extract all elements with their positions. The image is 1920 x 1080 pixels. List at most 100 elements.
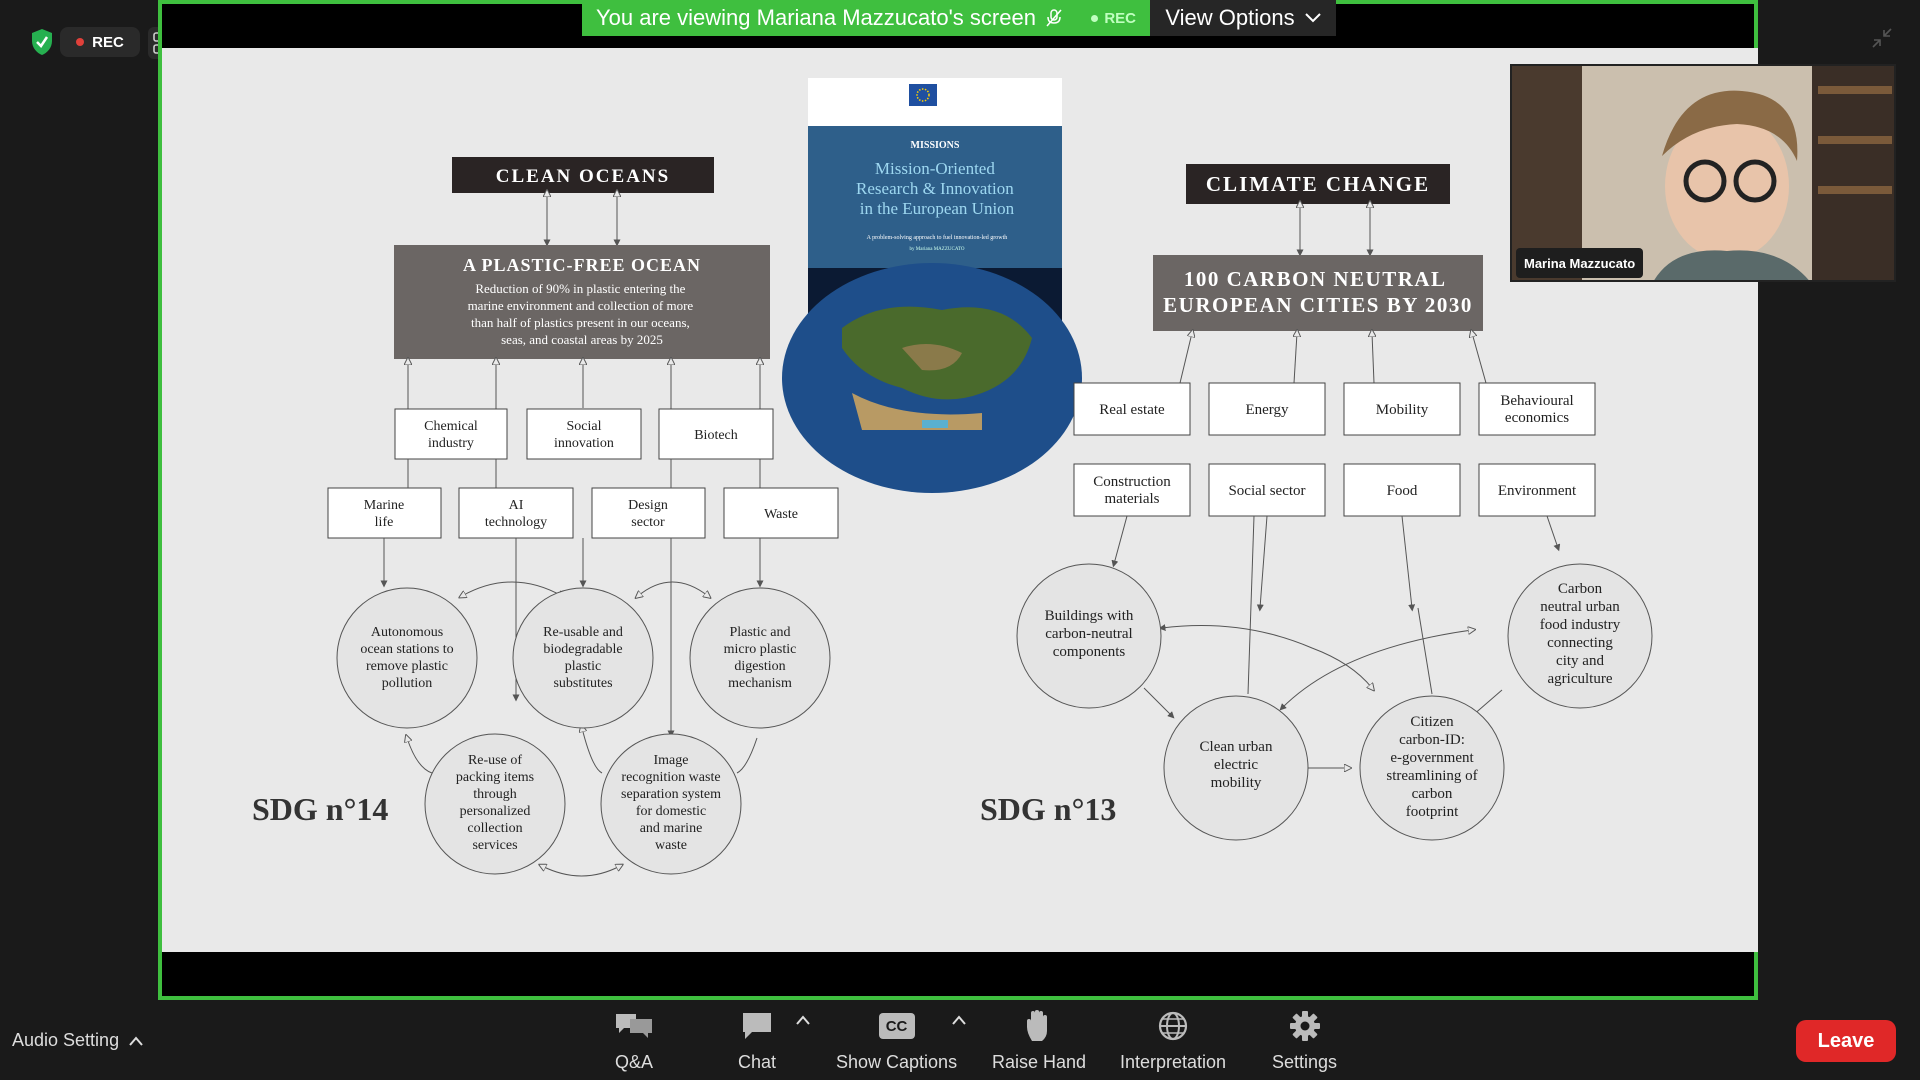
clean-oceans-title: CLEAN OCEANS	[496, 166, 670, 187]
right-circles: Buildings with carbon-neutral components…	[1016, 563, 1653, 841]
circle-label: remove plastic	[366, 659, 448, 674]
box-label: sector	[631, 515, 665, 530]
book-title-line: in the European Union	[860, 199, 1015, 218]
show-captions-button[interactable]: CC Show Captions	[836, 1008, 957, 1073]
circle-label: Citizen	[1410, 714, 1454, 730]
climate-change-title: CLIMATE CHANGE	[1206, 172, 1430, 196]
desc-line: Reduction of 90% in plastic entering the	[475, 281, 685, 296]
chat-label: Chat	[738, 1052, 777, 1072]
box-label: AI	[509, 498, 524, 513]
box-label: Energy	[1245, 402, 1289, 418]
box-label: Biotech	[694, 428, 738, 443]
left-row2: Marine life AI technology Design sector …	[327, 487, 839, 539]
circle-label: waste	[655, 838, 687, 853]
chat-button[interactable]: Chat	[738, 1008, 776, 1073]
circle-label: Plastic and	[729, 625, 790, 640]
qa-button[interactable]: Q&A	[614, 1008, 654, 1073]
circle-label: e-government	[1390, 750, 1474, 766]
recording-indicator[interactable]: REC	[60, 27, 140, 57]
plastic-free-desc: Reduction of 90% in plastic entering the…	[468, 281, 697, 347]
captions-options-button[interactable]	[952, 1012, 966, 1030]
circle-label: carbon-neutral	[1045, 626, 1132, 642]
raise-hand-label: Raise Hand	[992, 1052, 1087, 1072]
book-series: MISSIONS	[911, 140, 960, 151]
circle-label: ocean stations to	[360, 642, 453, 657]
chevron-up-icon	[129, 1035, 143, 1046]
box-label: materials	[1105, 491, 1160, 507]
box-label: Marine	[364, 498, 404, 513]
raise-hand-button[interactable]: Raise Hand	[992, 1008, 1086, 1073]
book-title-line: Mission-Oriented	[875, 159, 995, 178]
circle-label: services	[472, 838, 517, 853]
view-options-label: View Options	[1165, 5, 1295, 30]
circle-label: Autonomous	[371, 625, 443, 640]
desc-line: than half of plastics present in our oce…	[471, 315, 690, 330]
participant-video[interactable]	[1510, 64, 1896, 282]
box-label: Waste	[764, 507, 798, 522]
record-dot-icon	[1091, 14, 1099, 22]
circle-label: for domestic	[636, 804, 706, 819]
chevron-down-icon	[1304, 13, 1321, 23]
audio-setting-label: Audio Setting	[12, 1030, 120, 1050]
rec-label: REC	[92, 33, 124, 51]
chat-options-button[interactable]	[796, 1012, 810, 1030]
meeting-toolbar	[0, 1000, 1920, 1080]
audio-setting-button[interactable]: Audio Setting	[12, 1030, 143, 1051]
minimize-icon[interactable]	[1870, 26, 1894, 50]
circle-label: connecting	[1547, 635, 1613, 651]
chevron-up-icon	[952, 1015, 966, 1025]
chat-icon	[743, 1013, 772, 1039]
leave-button[interactable]: Leave	[1796, 1020, 1896, 1062]
video-feed	[1512, 66, 1894, 280]
circle-label: and marine	[640, 821, 703, 836]
box-label: Social sector	[1228, 483, 1305, 499]
muted-mic-icon	[1046, 9, 1062, 27]
circle-label: streamlining of	[1386, 768, 1477, 784]
plastic-free-ocean-title: A PLASTIC-FREE OCEAN	[463, 255, 701, 275]
book-cover: MISSIONS Mission-Oriented Research & Inn…	[782, 78, 1082, 493]
box-label: Social	[567, 419, 602, 434]
circle-label: food industry	[1540, 617, 1621, 633]
interpretation-button[interactable]: Interpretation	[1120, 1008, 1226, 1073]
right-row1: Real estate Energy Mobility Behavioural …	[1073, 382, 1596, 436]
security-shield-icon[interactable]	[30, 28, 54, 56]
circle-label: recognition waste	[621, 770, 720, 785]
circle-label: plastic	[565, 659, 602, 674]
circle-label: footprint	[1406, 804, 1459, 820]
globe-icon	[1158, 1011, 1188, 1041]
qa-label: Q&A	[614, 1052, 653, 1072]
circle-label: electric	[1214, 757, 1258, 773]
hand-icon	[1027, 1010, 1048, 1041]
gear-icon	[1289, 1011, 1320, 1041]
settings-button[interactable]: Settings	[1272, 1008, 1337, 1073]
desc-line: marine environment and collection of mor…	[468, 298, 694, 313]
box-label: Design	[628, 498, 668, 513]
box-label: economics	[1505, 410, 1569, 426]
circle-label: carbon	[1412, 786, 1453, 802]
right-row2: Construction materials Social sector Foo…	[1073, 463, 1596, 517]
book-subtitle: A problem-solving approach to fuel innov…	[867, 234, 1008, 241]
box-label: Construction	[1093, 474, 1171, 490]
book-title-line: Research & Innovation	[856, 179, 1014, 198]
sdg-14-label: SDG n°14	[252, 791, 388, 827]
box-label: Food	[1387, 483, 1418, 499]
participant-name-tag: Marina Mazzucato	[1516, 248, 1644, 278]
show-captions-label: Show Captions	[836, 1052, 958, 1072]
box-label: life	[375, 515, 394, 530]
mission-title-line: 100 CARBON NEUTRAL	[1184, 267, 1446, 291]
sdg-13-label: SDG n°13	[980, 791, 1116, 827]
book-title: Mission-Oriented Research & Innovation i…	[856, 159, 1018, 218]
circle-label: carbon-ID:	[1399, 732, 1465, 748]
circle-label: packing items	[456, 770, 534, 785]
circle-label: mobility	[1211, 775, 1262, 791]
banner-text: You are viewing Mariana Mazzucato's scre…	[596, 5, 1036, 30]
left-circles: Autonomous ocean stations to remove plas…	[336, 587, 831, 875]
circle-label: Carbon	[1558, 581, 1603, 597]
screen-share-banner: You are viewing Mariana Mazzucato's scre…	[582, 0, 1150, 36]
circle-label: substitutes	[553, 676, 612, 691]
banner-rec-label: REC	[1104, 9, 1136, 27]
circle-label: collection	[467, 821, 522, 836]
view-options-button[interactable]: View Options	[1150, 0, 1336, 36]
circle-label: Clean urban	[1200, 739, 1273, 755]
box-label: Mobility	[1376, 402, 1429, 418]
